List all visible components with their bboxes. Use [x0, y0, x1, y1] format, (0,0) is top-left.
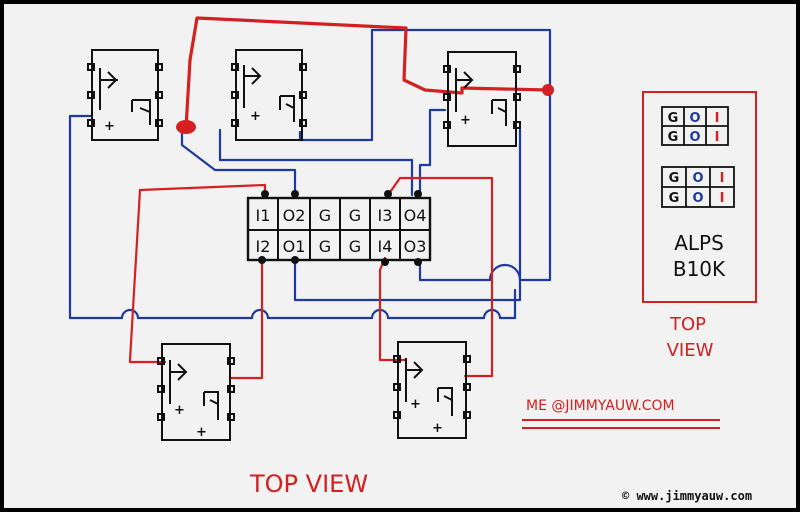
legend-i: I [715, 111, 720, 126]
connector-cell-top-4: G [349, 206, 361, 225]
legend-o: O [689, 111, 700, 126]
copyright-label: © www.jimmyauw.com [622, 489, 752, 503]
legend-top-view-line1: TOP [669, 314, 706, 335]
blue-wires [68, 28, 552, 320]
plus-signs: + + + + + + + [104, 109, 471, 440]
legend-g: G [669, 171, 680, 186]
potentiometers [87, 49, 521, 441]
connector-cell-top-5: I3 [378, 206, 393, 225]
plus-sign: + [250, 109, 261, 124]
pot-bottom-left [157, 343, 235, 441]
legend-panel: G O I G O I G O I G O I ALPS [642, 91, 757, 303]
plus-sign: + [460, 113, 471, 128]
legend-o: O [692, 171, 703, 186]
connector-cell-bottom-6: O3 [404, 237, 427, 256]
red-junctions [176, 84, 554, 134]
legend-g: G [668, 130, 679, 145]
plus-sign: + [174, 403, 185, 418]
solder-junction-right [542, 84, 554, 96]
legend-g: G [669, 191, 680, 206]
legend-o: O [689, 130, 700, 145]
plus-sign: + [410, 397, 421, 412]
connector-cell-bottom-1: I2 [256, 237, 271, 256]
connector-cell-bottom-5: I4 [378, 237, 393, 256]
connector-cell-top-2: O2 [283, 206, 306, 225]
legend-title-line1: ALPS [674, 231, 724, 255]
legend-i: I [720, 171, 725, 186]
legend-i: I [715, 130, 720, 145]
connector-cell-bottom-4: G [349, 237, 361, 256]
main-top-view-label: TOP VIEW [249, 470, 368, 498]
legend-title-line2: B10K [673, 257, 726, 281]
pot-top-left [87, 49, 163, 141]
legend-pinout-2 [661, 166, 735, 208]
solder-junction-left [176, 120, 196, 134]
connector-cell-top-1: I1 [256, 206, 271, 225]
legend-pinout-1 [661, 106, 729, 146]
connector-cell-top-3: G [319, 206, 331, 225]
connector-cell-bottom-3: G [319, 237, 331, 256]
connector-cell-bottom-2: O1 [283, 237, 306, 256]
plus-sign: + [432, 421, 443, 436]
legend-top-view-line2: VIEW [667, 340, 714, 361]
plus-sign: + [104, 119, 115, 134]
legend-g: G [668, 111, 679, 126]
contact-label: ME @JIMMYAUW.COM [526, 398, 675, 414]
pot-bottom-right [393, 341, 471, 439]
connector-cell-top-6: O4 [404, 206, 427, 225]
pot-top-right [443, 51, 521, 147]
plus-sign: + [196, 425, 207, 440]
connector-block: I1 O2 G G I3 O4 I2 O1 G G I4 O3 [246, 196, 432, 262]
legend-o: O [692, 191, 703, 206]
pot-top-center [231, 49, 307, 141]
legend-i: I [720, 191, 725, 206]
